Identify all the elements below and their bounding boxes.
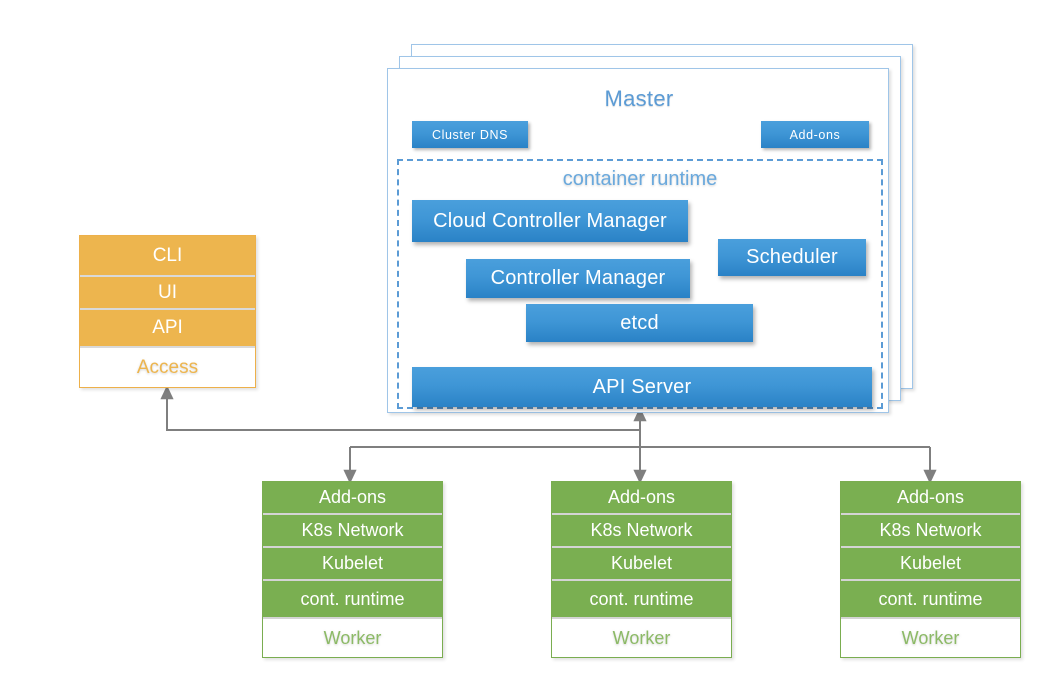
etcd-box[interactable]: etcd bbox=[526, 304, 753, 342]
worker-layer-kubelet[interactable]: Kubelet bbox=[841, 548, 1020, 581]
master-title: Master bbox=[604, 86, 674, 111]
cloud-controller-manager-box[interactable]: Cloud Controller Manager bbox=[412, 200, 688, 242]
worker-layer-kubelet[interactable]: Kubelet bbox=[552, 548, 731, 581]
access-panel: CLI UI API Access bbox=[79, 235, 256, 388]
worker-node-2: Add-ons K8s Network Kubelet cont. runtim… bbox=[551, 481, 732, 658]
container-runtime-title: container runtime bbox=[562, 168, 718, 190]
worker-node-1: Add-ons K8s Network Kubelet cont. runtim… bbox=[262, 481, 443, 658]
worker-layer-cont-runtime[interactable]: cont. runtime bbox=[552, 581, 731, 619]
worker-layer-cont-runtime[interactable]: cont. runtime bbox=[841, 581, 1020, 619]
container-runtime-region bbox=[397, 159, 883, 409]
worker-node-3: Add-ons K8s Network Kubelet cont. runtim… bbox=[840, 481, 1021, 658]
worker-layer-addons[interactable]: Add-ons bbox=[841, 482, 1020, 515]
api-server-box[interactable]: API Server bbox=[412, 367, 872, 407]
cluster-dns-box[interactable]: Cluster DNS bbox=[412, 121, 528, 148]
worker-layer-addons[interactable]: Add-ons bbox=[552, 482, 731, 515]
worker-footer-label: Worker bbox=[841, 619, 1020, 657]
master-addons-box[interactable]: Add-ons bbox=[761, 121, 869, 148]
access-row-ui[interactable]: UI bbox=[80, 277, 255, 310]
controller-manager-box[interactable]: Controller Manager bbox=[466, 259, 690, 298]
worker-layer-cont-runtime[interactable]: cont. runtime bbox=[263, 581, 442, 619]
worker-layer-k8s-network[interactable]: K8s Network bbox=[552, 515, 731, 548]
access-row-cli[interactable]: CLI bbox=[80, 236, 255, 277]
wire-apiserver-to-access bbox=[160, 385, 640, 431]
access-footer-label: Access bbox=[80, 348, 255, 387]
master-card: Master Cluster DNS Add-ons container run… bbox=[387, 68, 889, 413]
worker-layer-k8s-network[interactable]: K8s Network bbox=[841, 515, 1020, 548]
worker-layer-addons[interactable]: Add-ons bbox=[263, 482, 442, 515]
scheduler-box[interactable]: Scheduler bbox=[718, 239, 866, 276]
worker-footer-label: Worker bbox=[263, 619, 442, 657]
worker-layer-kubelet[interactable]: Kubelet bbox=[263, 548, 442, 581]
worker-layer-k8s-network[interactable]: K8s Network bbox=[263, 515, 442, 548]
access-row-api[interactable]: API bbox=[80, 310, 255, 348]
worker-footer-label: Worker bbox=[552, 619, 731, 657]
